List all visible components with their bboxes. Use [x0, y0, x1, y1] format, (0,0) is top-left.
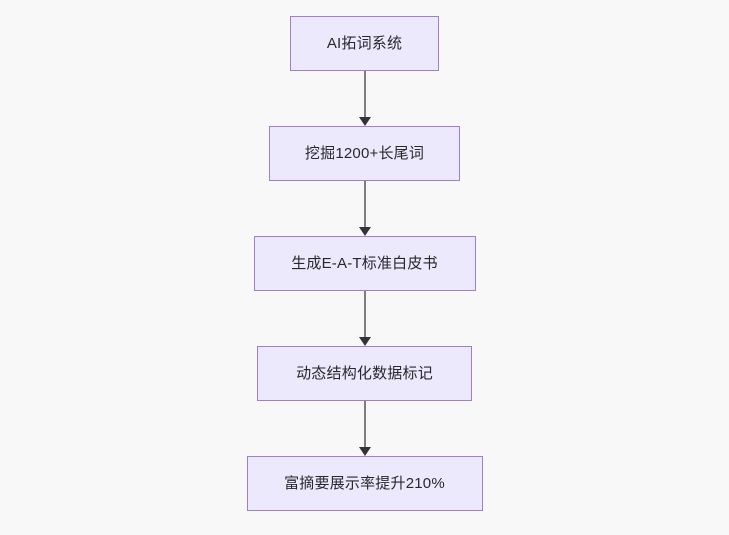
flowchart-edge-n2-n3 — [358, 291, 372, 346]
edge-line — [363, 291, 366, 337]
node-label: AI拓词系统 — [326, 35, 403, 52]
arrowhead-icon — [358, 226, 371, 236]
node-label: 挖掘1200+长尾词 — [304, 145, 425, 162]
flowchart-edge-n0-n1 — [358, 71, 372, 126]
edge-line — [363, 71, 366, 117]
edge-line — [363, 181, 366, 227]
flowchart-node-generate-eat-whitepaper[interactable]: 生成E-A-T标准白皮书 — [253, 236, 476, 291]
node-label: 富摘要展示率提升210% — [284, 475, 445, 492]
arrowhead-icon — [358, 446, 371, 456]
flowchart-node-dynamic-structured-data-markup[interactable]: 动态结构化数据标记 — [257, 346, 472, 401]
arrowhead-icon — [358, 116, 371, 126]
flowchart-node-ai-keyword-system[interactable]: AI拓词系统 — [290, 16, 439, 71]
arrowhead-icon — [358, 336, 371, 346]
flowchart-edge-n3-n4 — [358, 401, 372, 456]
edge-line — [363, 401, 366, 447]
flowchart-node-rich-snippet-impression-lift[interactable]: 富摘要展示率提升210% — [246, 456, 483, 511]
flowchart-node-mine-longtail-keywords[interactable]: 挖掘1200+长尾词 — [269, 126, 460, 181]
node-label: 动态结构化数据标记 — [296, 365, 433, 382]
flowchart-edge-n1-n2 — [358, 181, 372, 236]
node-label: 生成E-A-T标准白皮书 — [291, 255, 438, 272]
